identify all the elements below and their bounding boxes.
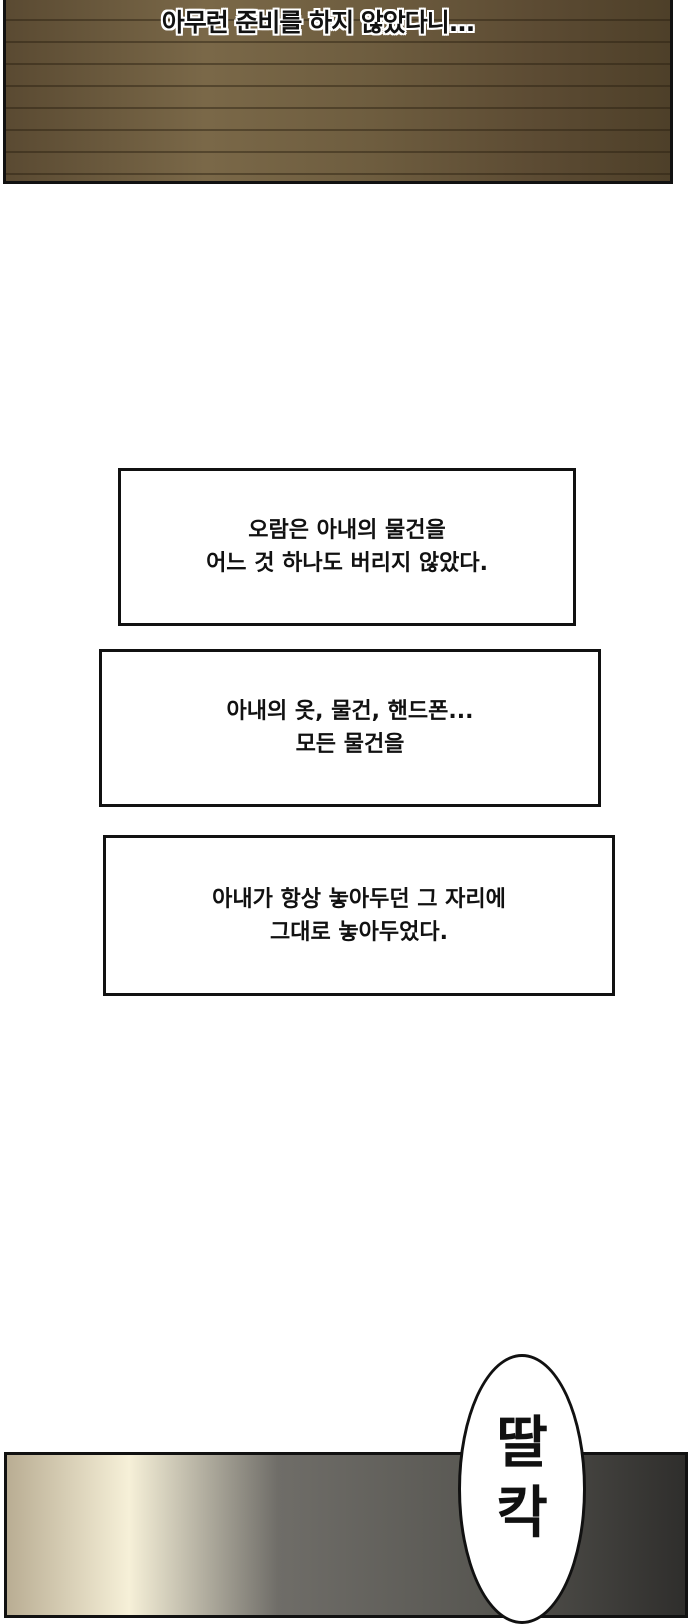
top-comic-panel: 아무런 준비를 하지 않았다니... (3, 0, 673, 184)
caption-line: 어느 것 하나도 버리지 않았다. (206, 551, 488, 576)
caption-box-2: 아내의 옷, 물건, 핸드폰... 모든 물건을 (99, 649, 601, 807)
sfx-char: 칵 (496, 1481, 548, 1546)
caption-line: 그대로 놓아두었다. (270, 919, 448, 945)
sfx-bubble: 딸 칵 (458, 1354, 586, 1624)
caption-line: 오람은 아내의 물건을 (248, 518, 446, 543)
sfx-char: 딸 (496, 1411, 548, 1476)
caption-line: 아내가 항상 놓아두던 그 자리에 (212, 886, 506, 912)
dialogue-text: 아무런 준비를 하지 않았다니... (161, 8, 476, 37)
caption-line: 모든 물건을 (295, 732, 405, 757)
caption-line: 아내의 옷, 물건, 핸드폰... (226, 699, 474, 724)
